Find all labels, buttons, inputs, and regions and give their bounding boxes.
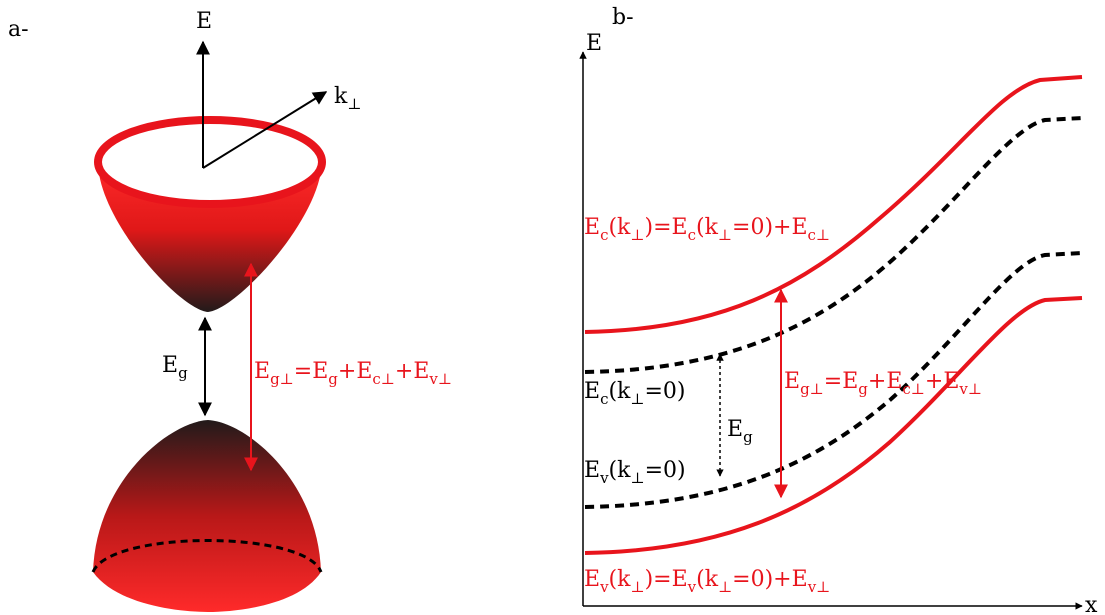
valence-band-dashed-rim [91, 539, 323, 573]
panel-b-e-axis-label: E [586, 31, 602, 56]
panel-b-x-axis-label: x [1085, 593, 1098, 615]
panel-b-ec0-label: Ec(k⊥=0) [584, 379, 686, 408]
panel-a-k-axis [202, 91, 328, 169]
panel-b-eg-label: Eg [727, 417, 753, 446]
panel-b-ev-perp-label: Ev(k⊥)=Ev(k⊥=0)+Ev⊥ [584, 567, 830, 596]
panel-a-eg-label: Eg [162, 353, 188, 382]
panel-a-label: a- [8, 17, 29, 42]
panel-b-ev0-label: Ev(k⊥=0) [584, 458, 686, 487]
valence-band-paraboloid [93, 420, 321, 612]
panel-a-e-axis-label: E [196, 9, 212, 34]
panel-b-ec-perp-label: Ec(k⊥)=Ec(k⊥=0)+Ec⊥ [584, 215, 830, 244]
valence-band-perp-curve [584, 296, 1083, 555]
panel-b-egperp-label: Eg⊥=Eg+Ec⊥+Ev⊥ [784, 369, 982, 398]
panel-a-k-axis-label: k⊥ [334, 84, 361, 113]
panel-b-label: b- [612, 5, 634, 30]
panel-a-egperp-label: Eg⊥=Eg+Ec⊥+Ev⊥ [254, 359, 452, 388]
panel-b: b- E x Ec(k⊥)=Ec(k⊥=0)+Ec⊥ Ec(k⊥=0) Ev(k… [579, 5, 1098, 615]
conduction-band-edge-curve [584, 116, 1083, 374]
conduction-band-perp-curve [584, 75, 1083, 334]
conduction-band-rim [94, 116, 326, 208]
panel-a: a- E k⊥ Eg Eg⊥=Eg+Ec⊥+Ev⊥ [8, 9, 452, 612]
valence-band-edge-curve [584, 251, 1083, 509]
